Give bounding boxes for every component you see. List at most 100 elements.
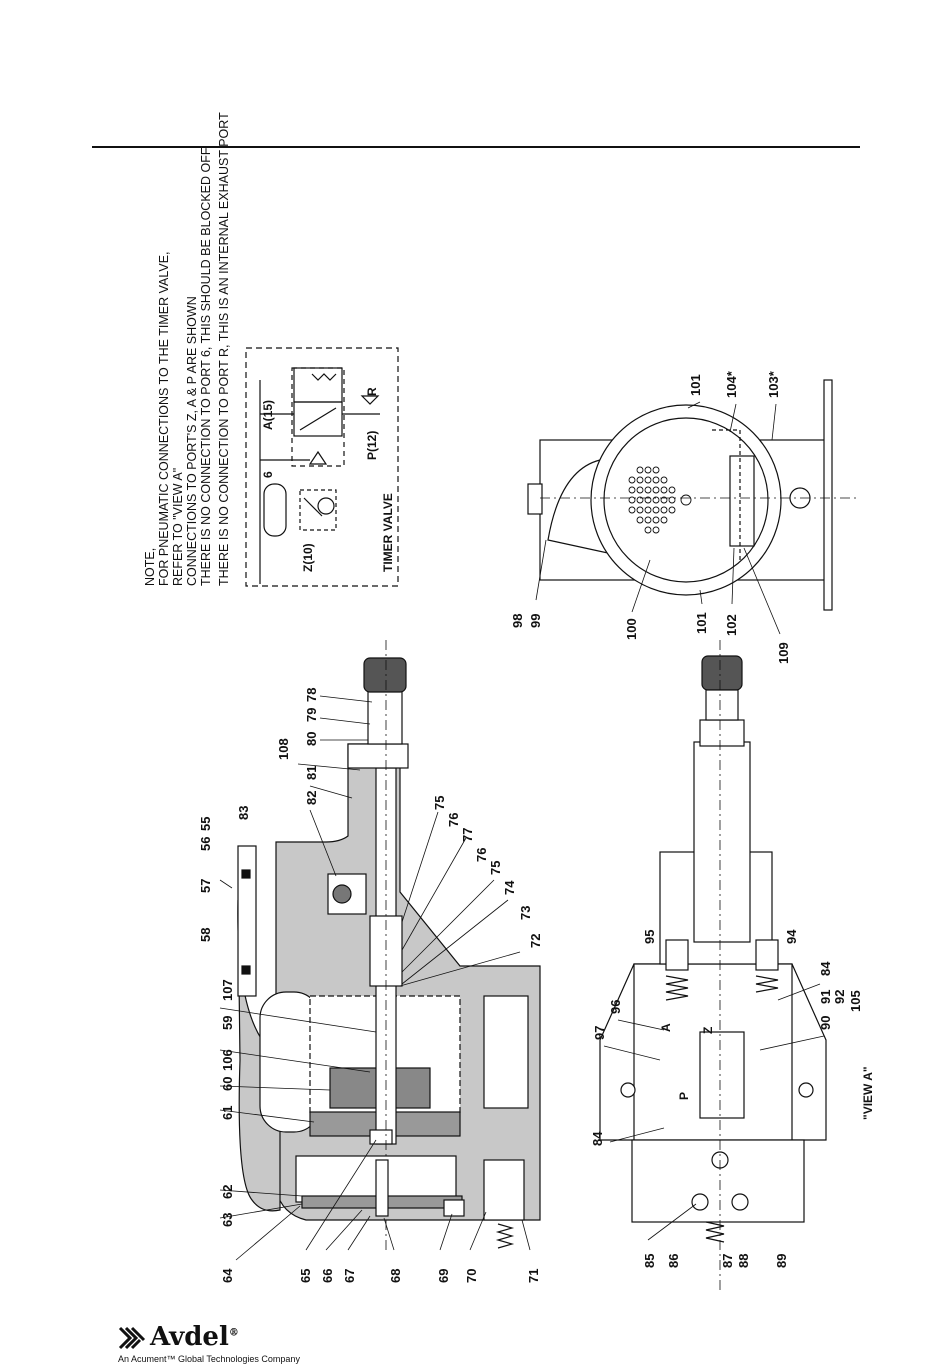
callout-98: 98	[510, 614, 525, 628]
callout-62: 62	[220, 1185, 235, 1199]
callout-103: 103*	[766, 370, 781, 398]
callout-109: 109	[776, 642, 791, 664]
view-a-port-p: P	[677, 1092, 691, 1100]
callout-77: 77	[460, 828, 475, 842]
callout-104: 104*	[724, 370, 739, 398]
callout-73: 73	[518, 906, 533, 920]
port-6-reservoir	[263, 483, 287, 537]
callout-107: 107	[220, 979, 235, 1001]
timer-valve-boundary	[245, 347, 399, 587]
leader-lines	[219, 401, 825, 1261]
callout-61: 61	[220, 1106, 235, 1120]
timer-port-z-label: Z(10)	[301, 543, 315, 572]
callout-76b: 76	[474, 848, 489, 862]
timer-valve-schematic	[245, 347, 399, 587]
callout-89: 89	[774, 1254, 789, 1268]
callout-85: 85	[642, 1254, 657, 1268]
callout-69: 69	[436, 1269, 451, 1283]
callout-99: 99	[528, 614, 543, 628]
callout-76a: 76	[446, 813, 461, 827]
note-line-1: NOTE,	[143, 548, 157, 586]
end-view-holes	[628, 466, 692, 534]
view-a-port-a: A	[659, 1023, 673, 1032]
callout-75b: 75	[488, 861, 503, 875]
header-rule	[92, 146, 860, 148]
timer-port-6-label: 6	[261, 471, 275, 478]
callout-74: 74	[502, 880, 517, 895]
callout-68: 68	[388, 1269, 403, 1283]
view-a-labels: A Z P "VIEW A"	[659, 1023, 875, 1120]
avdel-logo-icon	[118, 1326, 146, 1350]
callout-105: 105	[848, 990, 863, 1012]
note-line-2: FOR PNEUMATIC CONNECTIONS TO THE TIMER V…	[157, 251, 171, 586]
callout-58: 58	[198, 928, 213, 942]
callout-91: 91	[818, 990, 833, 1004]
callout-60: 60	[220, 1077, 235, 1091]
callout-82: 82	[304, 791, 319, 805]
tool-body	[275, 743, 541, 1221]
callout-63: 63	[220, 1213, 235, 1227]
note-line-4: CONNECTIONS TO PORT'S Z, A & P ARE SHOWN	[185, 296, 199, 586]
nozzle-78	[367, 689, 403, 745]
callout-66: 66	[320, 1269, 335, 1283]
end-cap-100	[590, 404, 782, 596]
callout-87: 87	[720, 1254, 735, 1268]
pneumatic-note: NOTE, FOR PNEUMATIC CONNECTIONS TO THE T…	[143, 112, 231, 586]
note-line-5: THERE IS NO CONNECTION TO PORT 6, THIS S…	[199, 147, 213, 586]
callout-106: 106	[220, 1049, 235, 1071]
callout-79: 79	[304, 708, 319, 722]
callout-57: 57	[198, 879, 213, 893]
callout-81: 81	[304, 766, 319, 780]
callout-108: 108	[276, 738, 291, 760]
timer-valve-title: TIMER VALVE	[381, 493, 395, 572]
callout-72: 72	[528, 934, 543, 948]
callout-65: 65	[298, 1269, 313, 1283]
view-a-port-z: Z	[701, 1027, 715, 1034]
filter-102	[729, 455, 755, 547]
callout-78: 78	[304, 688, 319, 702]
timer-port-p-label: P(12)	[365, 431, 379, 460]
callout-101b: 101	[694, 612, 709, 634]
callout-95: 95	[642, 930, 657, 944]
callout-64: 64	[220, 1268, 235, 1283]
brand-reg-mark: ®	[228, 1327, 239, 1339]
callout-86: 86	[666, 1254, 681, 1268]
callout-88: 88	[736, 1254, 751, 1268]
timer-valve-body	[699, 1031, 745, 1119]
callout-94: 94	[784, 929, 799, 944]
callout-90: 90	[818, 1016, 833, 1030]
view-a-title: "VIEW A"	[861, 1066, 875, 1120]
note-line-6: THERE IS NO CONNECTION TO PORT R, THIS I…	[217, 112, 231, 586]
callout-67: 67	[342, 1269, 357, 1283]
note-line-3: REFER TO "VIEW A"	[171, 468, 185, 586]
callout-100: 100	[624, 618, 639, 640]
brand-name: Avdel	[150, 1322, 229, 1352]
brand-tagline: An Acument™ Global Technologies Company	[118, 1354, 300, 1364]
callout-71: 71	[526, 1269, 541, 1283]
callout-83: 83	[236, 806, 251, 820]
callout-80: 80	[304, 732, 319, 746]
callout-59: 59	[220, 1016, 235, 1030]
callout-labels: 57 58 56 55 83 107 59 106 60 61 62 63 64…	[198, 370, 863, 1283]
timer-port-r-label: R	[365, 387, 379, 396]
callout-70: 70	[464, 1269, 479, 1283]
callout-97: 97	[592, 1026, 607, 1040]
callout-75a: 75	[432, 796, 447, 810]
callout-102: 102	[724, 614, 739, 636]
plate-58	[237, 845, 257, 997]
callout-84b: 84	[818, 961, 833, 976]
brand-logo-text: Avdel®	[150, 1322, 239, 1352]
callout-96: 96	[608, 1000, 623, 1014]
callout-55: 55	[198, 817, 213, 831]
callout-84a: 84	[590, 1131, 605, 1146]
callout-92: 92	[832, 990, 847, 1004]
view-a	[599, 640, 827, 1290]
callout-56: 56	[198, 837, 213, 851]
timer-valve-labels: TIMER VALVE A(15) 6 Z(10) P(12) R	[261, 387, 395, 572]
callout-101a: 101	[688, 374, 703, 396]
end-view	[527, 379, 860, 611]
timer-port-a-label: A(15)	[261, 400, 275, 430]
section-view	[237, 640, 541, 1250]
valve-block-70	[483, 1159, 525, 1221]
